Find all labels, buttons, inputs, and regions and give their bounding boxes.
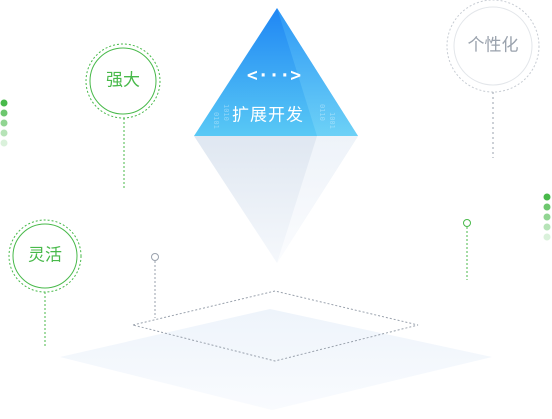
personalized-label: 个性化	[467, 35, 519, 56]
extension-dev-label: 扩展开发	[232, 105, 304, 126]
base-plate	[60, 309, 492, 410]
flexible-node-inner	[12, 223, 78, 289]
pyramid-lower-right	[277, 136, 358, 263]
svg-text:1001: 1001	[328, 112, 336, 129]
right-dot-column	[543, 193, 551, 241]
svg-text:1010: 1010	[222, 104, 230, 121]
marker-green	[463, 219, 471, 227]
left-dot-column	[0, 99, 8, 147]
pyramid-upper-facet	[277, 8, 358, 136]
marker-gray	[151, 253, 159, 261]
strong-node-inner	[89, 47, 157, 115]
strong-label: 强大	[106, 70, 140, 91]
flexible-label: 灵活	[28, 245, 62, 266]
dashed-platform	[132, 290, 419, 362]
code-brackets-icon: <···>	[246, 65, 302, 86]
svg-text:0110: 0110	[318, 104, 326, 121]
personalized-node-inner	[453, 6, 533, 86]
svg-text:0101: 0101	[212, 112, 220, 129]
binary-decoration: 0101 1010 0110 1001	[212, 104, 336, 129]
strong-node-outer	[85, 43, 161, 119]
